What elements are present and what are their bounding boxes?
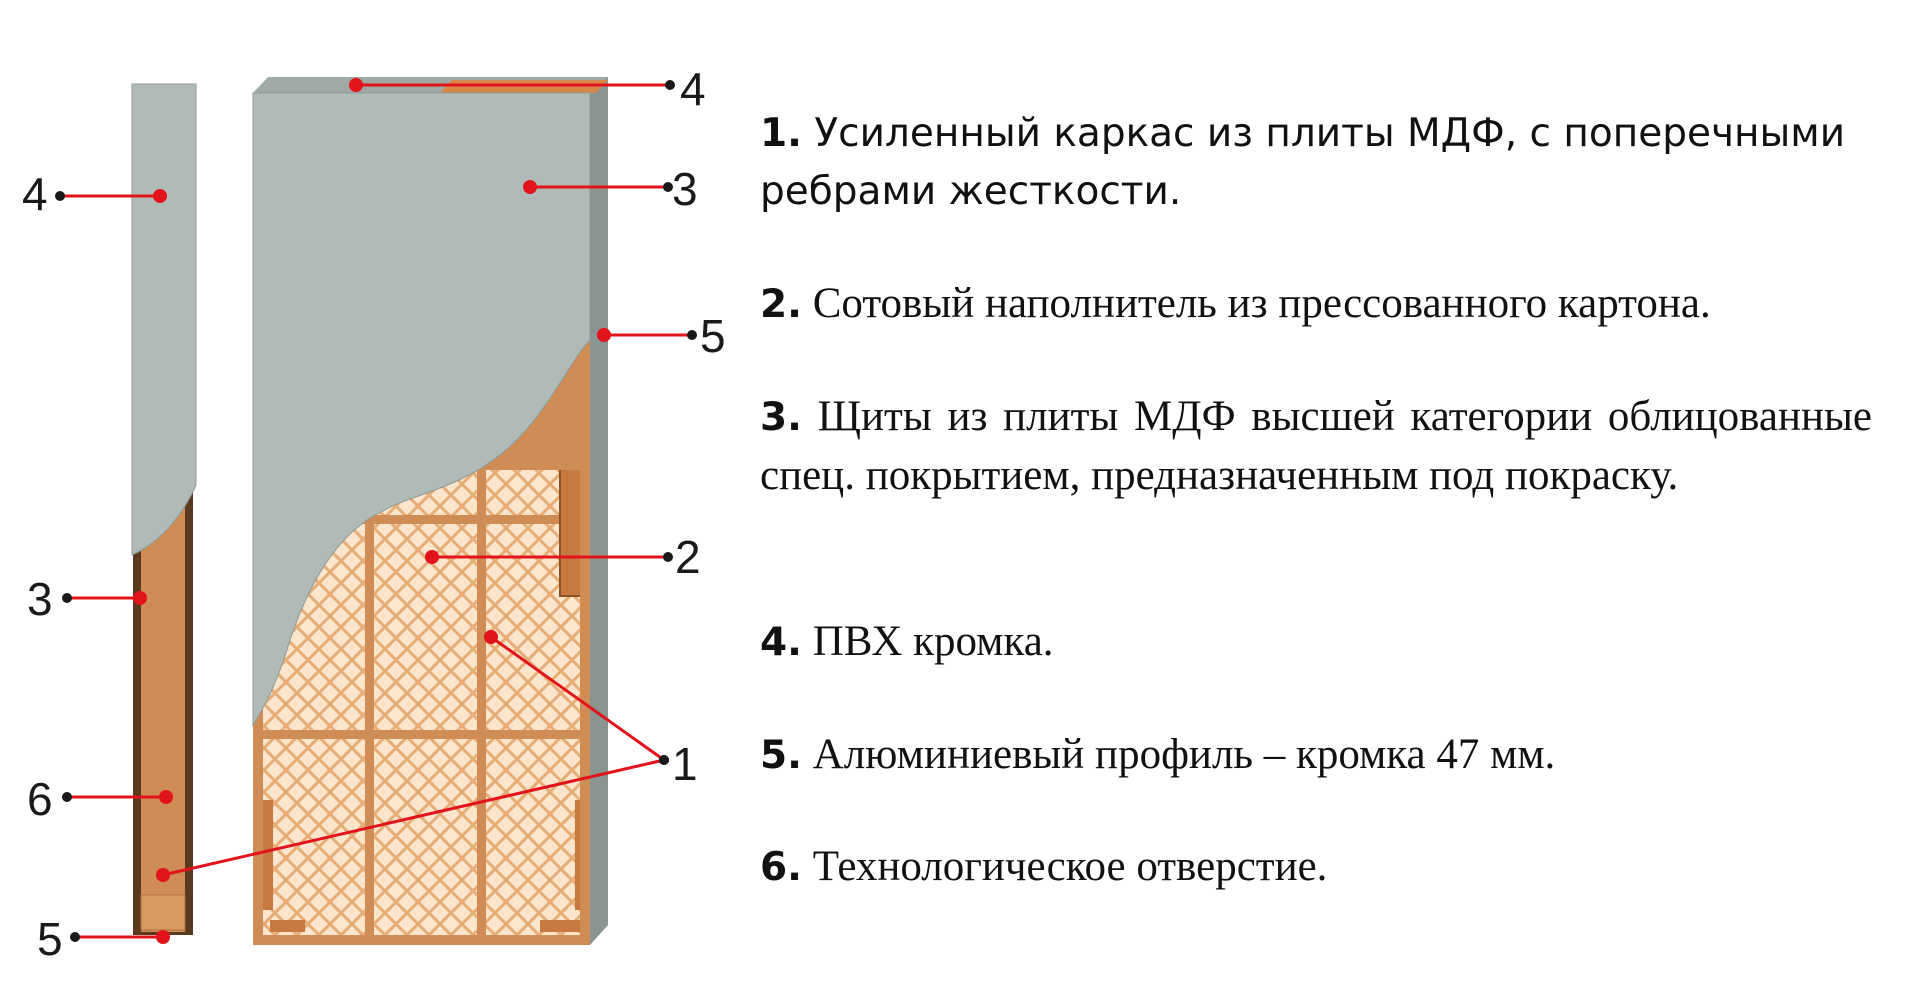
frame-rib-vertical-2 [477, 470, 486, 935]
callout-lines [55, 78, 697, 944]
legend-text: ПВХ кромка. [812, 618, 1054, 665]
callout-side-6-target-dot [159, 790, 173, 804]
legend-item-3: 3. Щиты из плиты МДФ высшей категории об… [760, 388, 1872, 505]
callout-label-side-5: 5 [37, 913, 63, 965]
callout-label-side-4: 4 [22, 168, 48, 220]
legend-text: Технологическое отверстие. [812, 843, 1328, 890]
hinge-block-left [263, 800, 273, 910]
side-section-view [131, 83, 197, 935]
legend-number: 2. [760, 282, 802, 327]
legend-item-2: 2. Сотовый наполнитель из прессованного … [760, 275, 1872, 334]
callout-side-4-label-dot [55, 191, 65, 201]
callout-front-1b-label-dot [659, 755, 669, 765]
legend-number: 6. [760, 845, 802, 890]
callout-side-4-target-dot [153, 189, 167, 203]
callout-front-1a-line [490, 635, 665, 762]
aluminium-profile-edge [590, 77, 608, 945]
legend-text: Усиленный каркас из плиты МДФ, с попереч… [760, 111, 1846, 214]
legend-number: 4. [760, 620, 802, 665]
callout-side-3-target-dot [133, 591, 147, 605]
callout-front-3-label-dot [663, 182, 673, 192]
frame-right [580, 93, 590, 945]
callout-label-front-5: 5 [700, 310, 726, 362]
bottom-block-right [540, 920, 580, 932]
callout-side-5-label-dot [70, 932, 80, 942]
callout-side-5-target-dot [156, 930, 170, 944]
callout-side-6-label-dot [62, 792, 72, 802]
callout-front-1b-target-dot [156, 868, 170, 882]
legend-text: Щиты из плиты МДФ высшей категории облиц… [760, 393, 1873, 499]
frame-rib-horizontal-2 [263, 730, 588, 739]
callout-label-front-4: 4 [680, 63, 706, 115]
legend-text: Сотовый наполнитель из прессованного кар… [812, 280, 1711, 327]
legend-text: Алюминиевый профиль – кромка 47 мм. [812, 731, 1556, 778]
side-wood-core [141, 490, 185, 932]
callout-label-front-2: 2 [675, 531, 701, 583]
callout-label-side-6: 6 [27, 773, 53, 825]
callout-front-3-target-dot [523, 180, 537, 194]
callout-label-front-1: 1 [672, 738, 698, 790]
frame-rib-horizontal-1 [263, 515, 588, 524]
side-mdf-panel [131, 83, 197, 556]
legend-item-5: 5. Алюминиевый профиль – кромка 47 мм. [760, 726, 1872, 785]
callout-front-5-target-dot [597, 328, 611, 342]
legend-number: 3. [760, 395, 802, 440]
front-mdf-panel [252, 92, 591, 727]
callout-front-1a-target-dot [484, 630, 498, 644]
front-cutaway-view [252, 77, 608, 945]
callout-front-1b-line [162, 758, 665, 877]
legend-number: 5. [760, 733, 802, 778]
door-cross-section-illustration: 4 3 6 5 4 3 5 2 1 [22, 63, 726, 965]
frame-bottom [253, 935, 590, 945]
callout-label-side-3: 3 [27, 573, 53, 625]
callout-label-front-3: 3 [672, 163, 698, 215]
side-bottom-block [140, 894, 186, 931]
callout-front-2-target-dot [425, 550, 439, 564]
frame-rib-vertical-1 [365, 470, 374, 935]
legend-item-4: 4. ПВХ кромка. [760, 613, 1872, 672]
bottom-block-left [270, 920, 305, 932]
callout-front-2-label-dot [663, 552, 673, 562]
callout-front-4-target-dot [349, 78, 363, 92]
legend-number: 1. [760, 111, 802, 156]
legend-item-1: 1. Усиленный каркас из плиты МДФ, с попе… [760, 105, 1872, 221]
callout-side-3-label-dot [62, 593, 72, 603]
legend-item-6: 6. Технологическое отверстие. [760, 838, 1872, 897]
callout-front-5-label-dot [687, 330, 697, 340]
callout-front-4-label-dot [665, 80, 675, 90]
